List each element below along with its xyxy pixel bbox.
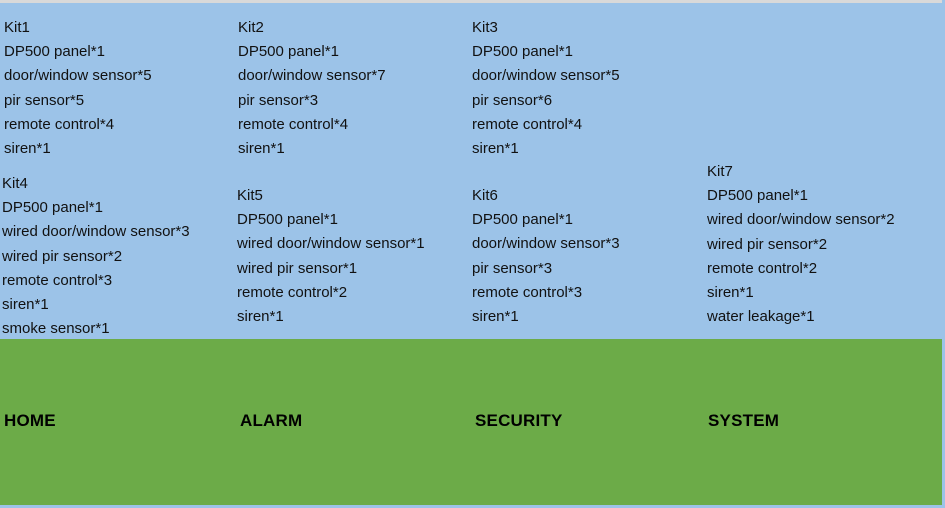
nav-item-alarm[interactable]: ALARM: [240, 411, 303, 430]
kit-item: water leakage*1: [707, 308, 815, 326]
kit-item: DP500 panel*1: [472, 43, 573, 61]
kit-title: Kit2: [238, 19, 264, 36]
kits-panel: Kit1 DP500 panel*1 door/window sensor*5 …: [0, 3, 945, 339]
kit-item: siren*1: [472, 308, 519, 326]
kit-block-kit2[interactable]: Kit2 DP500 panel*1 door/window sensor*7 …: [238, 16, 386, 161]
kit-title: Kit1: [4, 19, 30, 36]
kit-item: DP500 panel*1: [237, 211, 338, 229]
kit-block-kit1[interactable]: Kit1 DP500 panel*1 door/window sensor*5 …: [4, 16, 152, 161]
kit-item: pir sensor*6: [472, 91, 553, 109]
kit-item: pir sensor*5: [4, 91, 85, 109]
kit-item: DP500 panel*1: [4, 43, 105, 61]
kit-item: door/window sensor*7: [238, 67, 386, 85]
kit-item: remote control*2: [707, 259, 818, 277]
kit-item: wired door/window sensor*1: [237, 235, 425, 253]
kit-title: Kit6: [472, 187, 498, 204]
top-edge-divider: [0, 0, 945, 3]
kit-title: Kit7: [707, 163, 733, 180]
kit-block-kit3[interactable]: Kit3 DP500 panel*1 door/window sensor*5 …: [472, 16, 620, 161]
kit-block-kit4[interactable]: Kit4 DP500 panel*1 wired door/window sen…: [2, 172, 190, 341]
kit-item: DP500 panel*1: [707, 187, 808, 205]
kit-item: siren*1: [707, 284, 754, 302]
kit-block-kit6[interactable]: Kit6 DP500 panel*1 door/window sensor*3 …: [472, 184, 620, 329]
bottom-edge-divider: [0, 505, 945, 508]
kit-item: remote control*3: [2, 271, 113, 289]
kit-block-kit7[interactable]: Kit7 DP500 panel*1 wired door/window sen…: [707, 160, 895, 329]
kit-item: wired pir sensor*2: [2, 247, 123, 265]
kit-title: Kit4: [2, 175, 28, 192]
kit-item: wired pir sensor*2: [707, 235, 828, 253]
kit-item: remote control*3: [472, 283, 583, 301]
kit-item: pir sensor*3: [472, 259, 553, 277]
kit-item: remote control*4: [4, 115, 115, 133]
kit-item: siren*1: [237, 308, 284, 326]
kit-item: siren*1: [4, 140, 51, 158]
kit-item: siren*1: [472, 140, 519, 158]
kit-item: DP500 panel*1: [2, 199, 103, 217]
kit-item: door/window sensor*5: [472, 67, 620, 85]
nav-item-security[interactable]: SECURITY: [475, 411, 563, 430]
kit-item: door/window sensor*3: [472, 235, 620, 253]
kit-item: wired door/window sensor*2: [707, 211, 895, 229]
nav-bar: HOME ALARM SECURITY SYSTEM: [0, 339, 945, 505]
kit-title: Kit5: [237, 187, 263, 204]
kit-title: Kit3: [472, 19, 498, 36]
right-edge-divider: [942, 0, 945, 508]
kit-item: remote control*2: [237, 283, 348, 301]
kit-block-kit5[interactable]: Kit5 DP500 panel*1 wired door/window sen…: [237, 184, 425, 329]
nav-item-system[interactable]: SYSTEM: [708, 411, 780, 430]
kit-item: wired pir sensor*1: [237, 259, 358, 277]
kit-item: wired door/window sensor*3: [2, 223, 190, 241]
kit-item: remote control*4: [472, 115, 583, 133]
nav-item-home[interactable]: HOME: [4, 411, 56, 430]
kit-item: DP500 panel*1: [472, 211, 573, 229]
kit-item: siren*1: [238, 140, 285, 158]
kit-item: remote control*4: [238, 115, 349, 133]
kit-item: siren*1: [2, 296, 49, 314]
kit-item: smoke sensor*1: [2, 320, 110, 338]
kit-item: DP500 panel*1: [238, 43, 339, 61]
kit-item: pir sensor*3: [238, 91, 319, 109]
kit-item: door/window sensor*5: [4, 67, 152, 85]
